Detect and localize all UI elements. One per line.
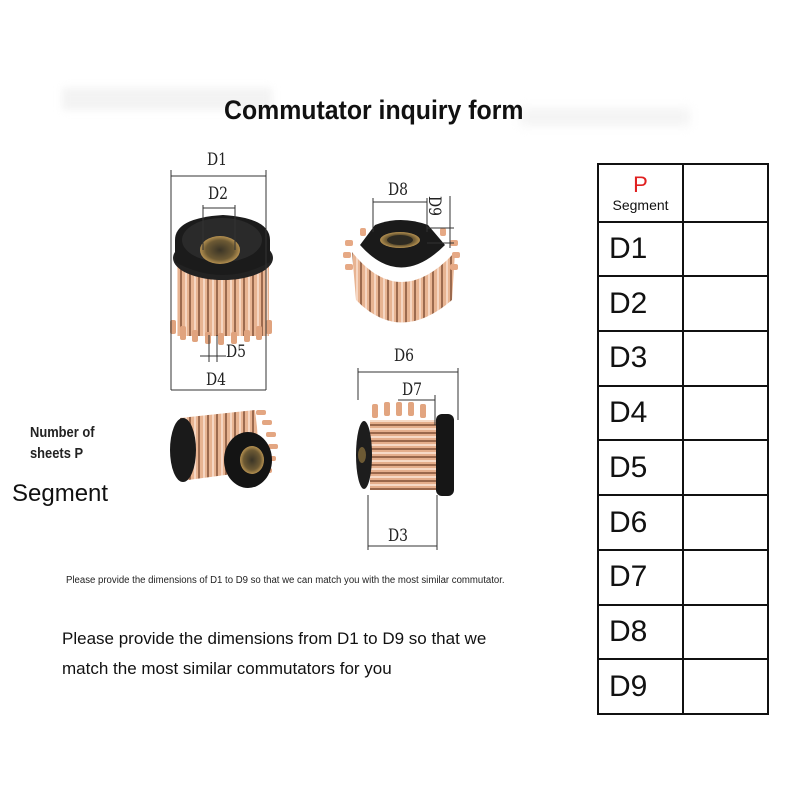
table-row-d9: D9 bbox=[596, 658, 769, 715]
value-cell-d8[interactable] bbox=[682, 603, 769, 661]
row-label-d3: D3 bbox=[596, 330, 685, 387]
row-label-d8: D8 bbox=[596, 603, 685, 661]
table-row-d4: D4 bbox=[596, 384, 769, 442]
row-label-d7: D7 bbox=[596, 548, 685, 606]
row-label-d2: D2 bbox=[596, 275, 685, 333]
commutator-back-view bbox=[343, 220, 460, 323]
table-row-d8: D8 bbox=[596, 603, 769, 661]
segment-value-cell[interactable] bbox=[682, 163, 769, 223]
instruction-line-1: Please provide the dimensions from D1 to… bbox=[62, 629, 487, 648]
row-label-d1: D1 bbox=[596, 220, 685, 278]
blurred-header-right bbox=[520, 108, 690, 126]
blurred-header-left bbox=[62, 88, 272, 110]
commutator-profile-view bbox=[356, 402, 454, 496]
segment-header-text: Segment bbox=[612, 197, 669, 214]
value-cell-d5[interactable] bbox=[682, 439, 769, 497]
inquiry-table: P Segment D1 D2 D3 D4 D5 D6 D7 D8 D9 bbox=[596, 163, 769, 715]
table-row-d1: D1 bbox=[596, 220, 769, 278]
sheets-p-line: sheets P bbox=[30, 445, 84, 462]
dim-label-d5: D5 bbox=[226, 342, 247, 362]
dim-label-d3: D3 bbox=[388, 526, 409, 546]
instruction-line-2: match the most similar commutators for y… bbox=[62, 659, 392, 678]
number-of-line: Number of bbox=[30, 424, 95, 441]
small-instruction-note: Please provide the dimensions of D1 to D… bbox=[66, 575, 505, 586]
number-of-sheets-label: Number of sheets P bbox=[30, 422, 95, 464]
p-letter: P bbox=[633, 172, 648, 198]
value-cell-d1[interactable] bbox=[682, 220, 769, 278]
table-row-d2: D2 bbox=[596, 275, 769, 333]
dim-label-d9: D9 bbox=[424, 196, 444, 217]
dim-label-d4: D4 bbox=[206, 370, 227, 390]
segment-header-cell: P Segment bbox=[596, 163, 685, 223]
dim-label-d8: D8 bbox=[388, 180, 409, 200]
dimension-lines bbox=[170, 170, 459, 550]
commutator-side-view bbox=[170, 410, 278, 488]
segment-label: Segment bbox=[12, 480, 109, 507]
value-cell-d6[interactable] bbox=[682, 494, 769, 551]
row-label-d9: D9 bbox=[596, 658, 685, 715]
value-cell-d4[interactable] bbox=[682, 384, 769, 442]
row-label-d6: D6 bbox=[596, 494, 685, 551]
dim-label-d2: D2 bbox=[208, 184, 229, 204]
dim-label-d1: D1 bbox=[207, 150, 228, 170]
table-row-segment: P Segment bbox=[596, 163, 769, 223]
value-cell-d9[interactable] bbox=[682, 658, 769, 715]
value-cell-d7[interactable] bbox=[682, 548, 769, 606]
dim-label-d6: D6 bbox=[394, 346, 415, 366]
table-row-d7: D7 bbox=[596, 548, 769, 606]
row-label-d5: D5 bbox=[596, 439, 685, 497]
page-title: Commutator inquiry form bbox=[224, 95, 524, 125]
table-row-d3: D3 bbox=[596, 330, 769, 387]
table-row-d5: D5 bbox=[596, 439, 769, 497]
instruction-note: Please provide the dimensions from D1 to… bbox=[62, 624, 486, 684]
row-label-d4: D4 bbox=[596, 384, 685, 442]
value-cell-d2[interactable] bbox=[682, 275, 769, 333]
commutator-front-view bbox=[170, 215, 273, 345]
table-row-d6: D6 bbox=[596, 494, 769, 551]
value-cell-d3[interactable] bbox=[682, 330, 769, 387]
dim-label-d7: D7 bbox=[402, 380, 423, 400]
